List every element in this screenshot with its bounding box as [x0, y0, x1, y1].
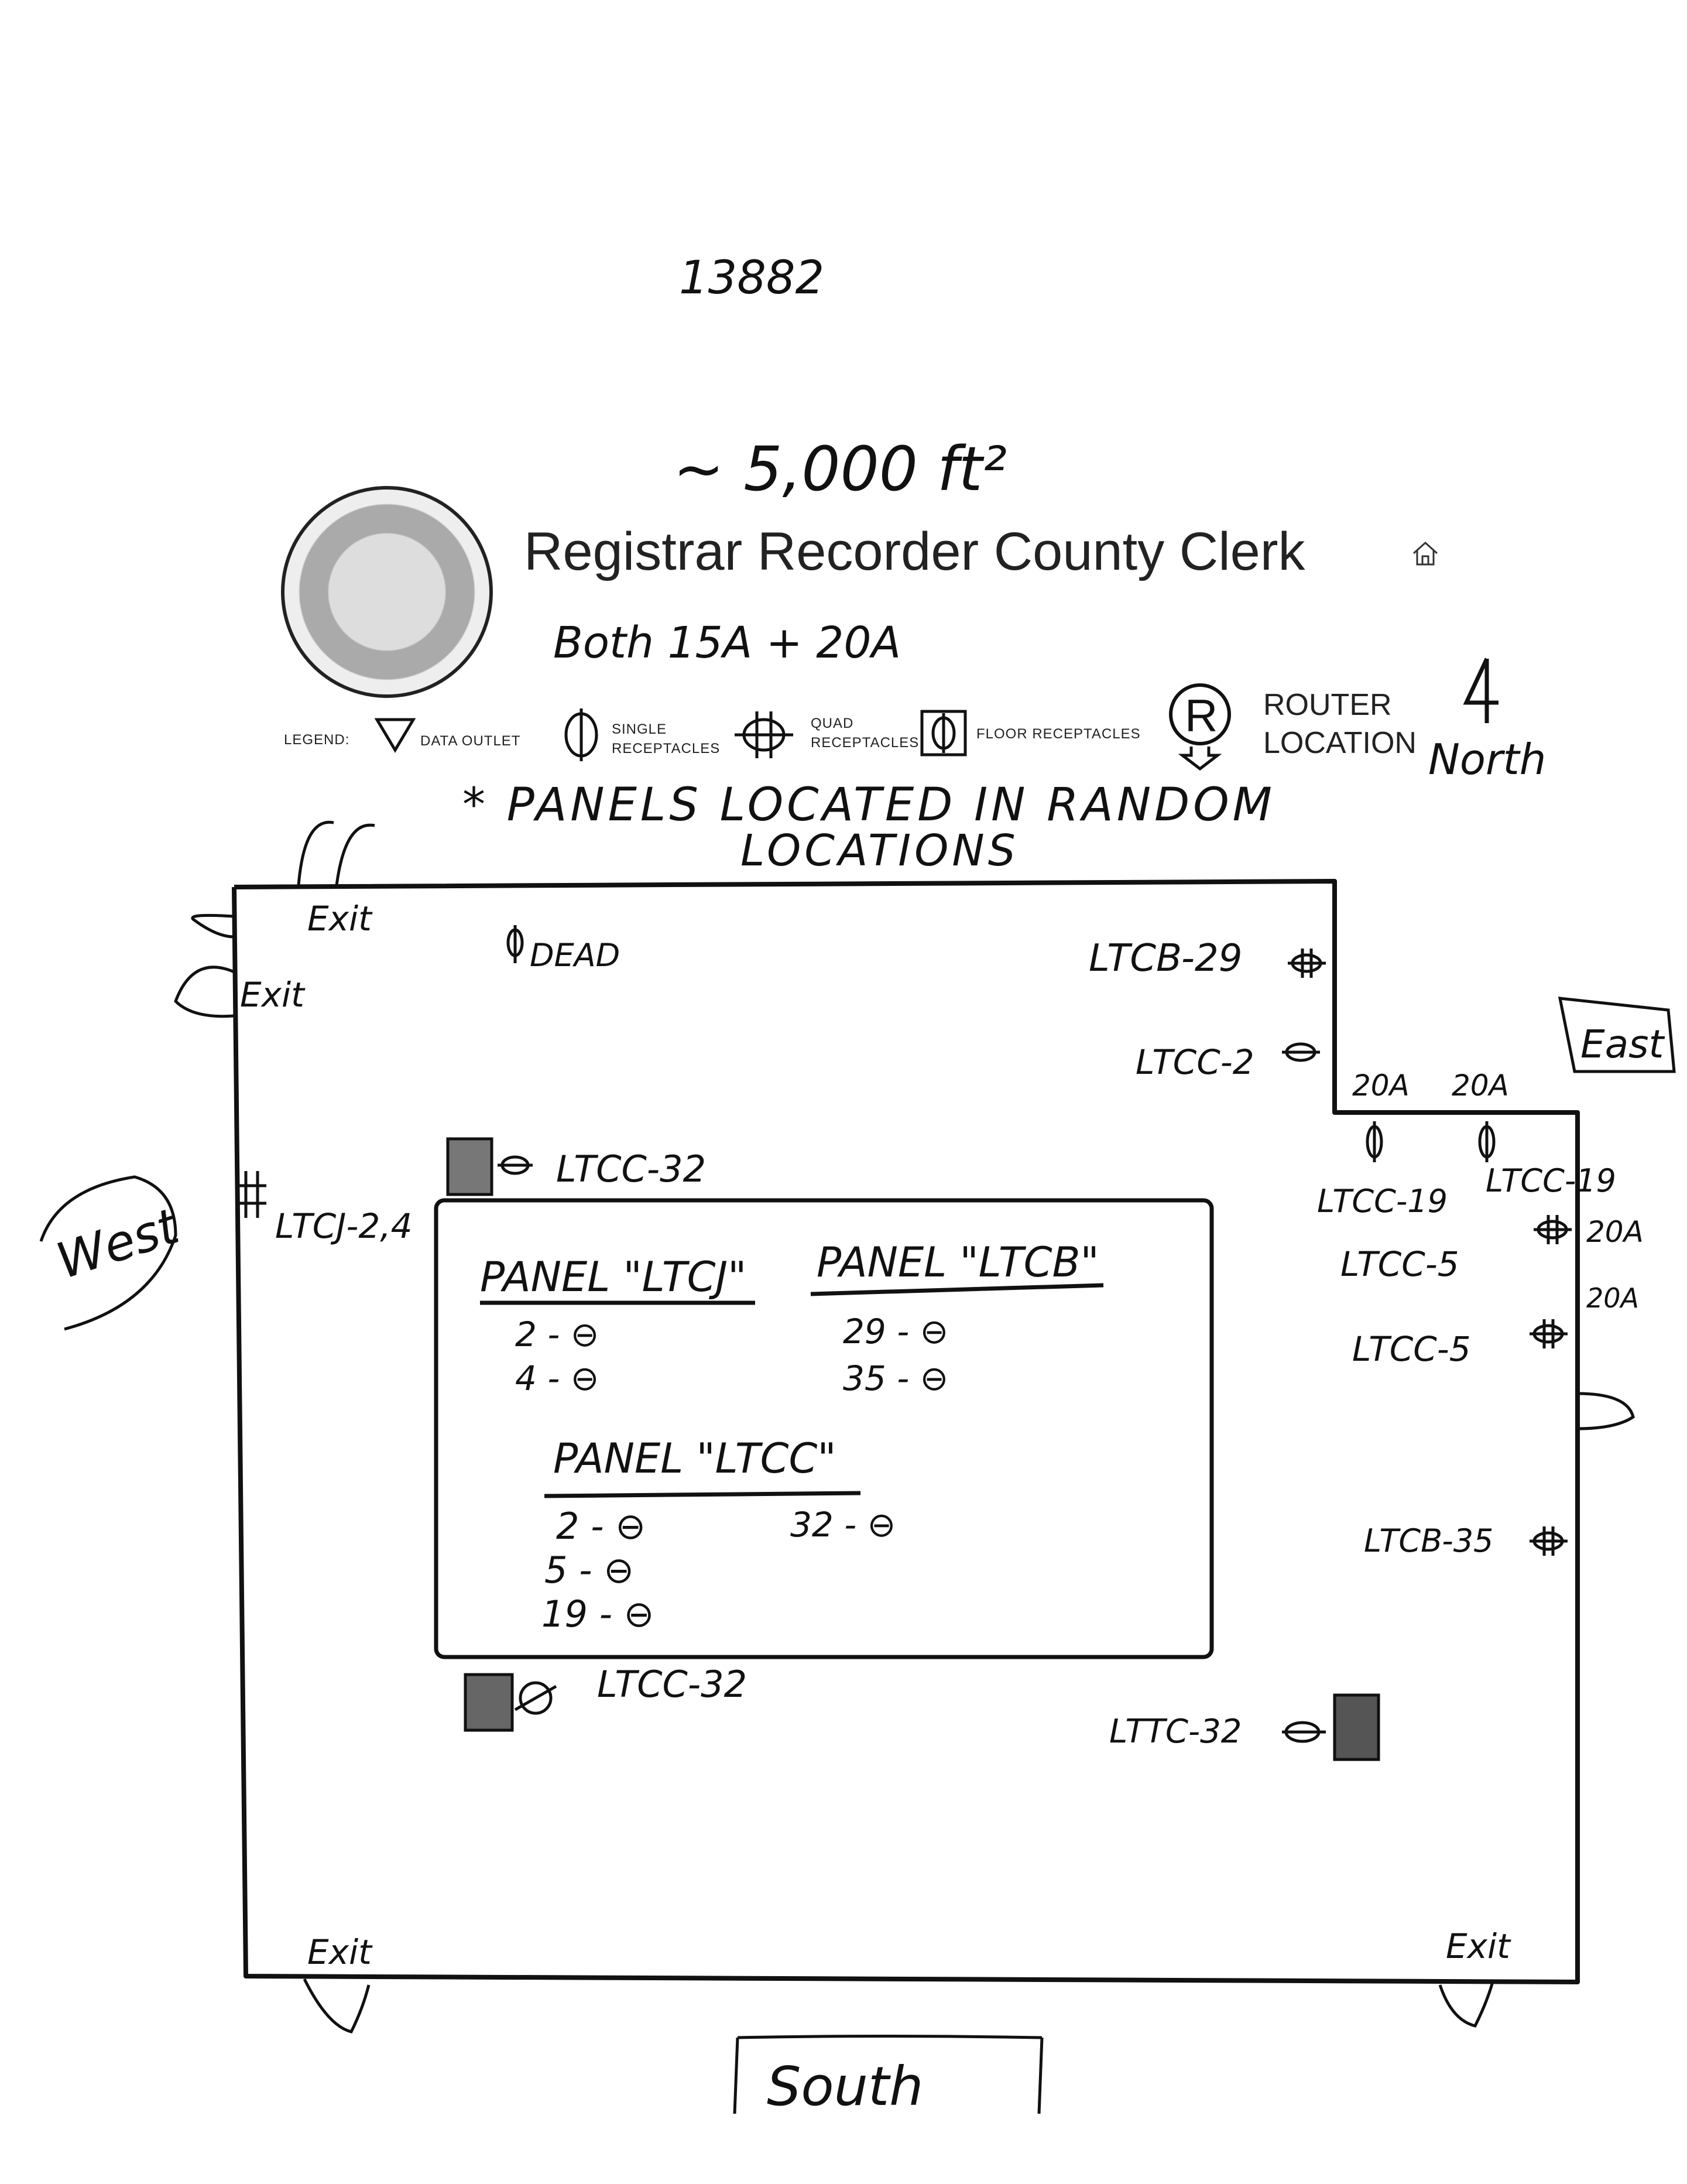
outlet-amp-a: 20A [1352, 1069, 1410, 1103]
outlet-ltcc32-top: LTCC-32 [556, 1148, 707, 1190]
direction-west: West [50, 1197, 186, 1290]
county-seal-logo [281, 486, 493, 698]
north-label: North [1428, 735, 1547, 784]
exit-bottom-left: Exit [307, 1932, 372, 1972]
single-receptacle-icon [561, 708, 602, 761]
panel-ltcj-item: 2 - ⊖ [515, 1314, 599, 1354]
legend-single-line2: RECEPTACLES [612, 741, 721, 756]
panel-ltcc-title: PANEL "LTCC" [553, 1435, 836, 1483]
panel-ltcj-title: PANEL "LTCJ" [480, 1253, 747, 1301]
router-symbol: R [1185, 690, 1218, 741]
outlet-ltcc5a: LTCC-5 [1340, 1244, 1459, 1284]
legend-label: LEGEND: [284, 732, 350, 748]
panel-ltcc-item: 2 - ⊖ [556, 1505, 646, 1548]
north-arrow-icon [1458, 656, 1510, 726]
outlet-ltcb29: LTCB-29 [1089, 937, 1243, 980]
panel-ltcb-title: PANEL "LTCB" [817, 1238, 1099, 1286]
outlet-ltcc19b: LTCC-19 [1486, 1162, 1617, 1199]
panel-note-line1: * PANELS LOCATED IN RANDOM [462, 779, 1275, 831]
outlet-ltcc5b: LTCC-5 [1352, 1329, 1471, 1369]
legend-quad-line2: RECEPTACLES [811, 735, 920, 751]
legend-single-line1: SINGLE [612, 721, 667, 737]
panel-ltcj-item: 4 - ⊖ [515, 1358, 599, 1398]
amperage-note: Both 15A + 20A [553, 618, 901, 668]
outlet-amp-b: 20A [1452, 1069, 1509, 1103]
outlet-ltcc19a: LTCC-19 [1317, 1183, 1448, 1220]
document-number: 13882 [679, 252, 825, 304]
router-icon: R [1165, 682, 1235, 771]
area-note: ~ 5,000 ft² [673, 433, 1007, 505]
outlet-ltcc32-bottom: LTCC-32 [597, 1663, 748, 1706]
exit-bottom-right: Exit [1446, 1926, 1510, 1966]
floor-receptacle-icon [920, 710, 967, 756]
legend-quad-line1: QUAD [811, 716, 854, 731]
outlet-ltcc2: LTCC-2 [1136, 1042, 1254, 1082]
outlet-ltcc32-bottom-right: LTTC-32 [1109, 1713, 1242, 1751]
legend-router-line1: ROUTER [1263, 688, 1392, 722]
direction-east: East [1580, 1022, 1664, 1067]
panel-ltcc-item: 19 - ⊖ [541, 1593, 654, 1635]
outlet-ltcj24: LTCJ-2,4 [275, 1206, 413, 1246]
exit-left: Exit [240, 975, 304, 1015]
legend-floor: FLOOR RECEPTACLES [976, 726, 1141, 742]
exit-top-left: Exit [307, 899, 372, 939]
direction-south: South [767, 2055, 924, 2118]
panel-note-line2: LOCATIONS [740, 826, 1019, 876]
home-icon[interactable] [1411, 539, 1440, 568]
header-title: Registrar Recorder County Clerk [524, 522, 1305, 581]
panel-ltcc-item: 5 - ⊖ [544, 1549, 635, 1591]
data-outlet-icon [374, 717, 416, 753]
legend-router-line2: LOCATION [1263, 726, 1417, 760]
outlet-ltcb35: LTCB-35 [1364, 1522, 1494, 1559]
outlet-amp-d: 20A [1586, 1282, 1640, 1314]
outlet-dead: DEAD [530, 937, 620, 974]
panel-ltcb-item: 29 - ⊖ [843, 1312, 949, 1351]
quad-receptacle-icon [735, 711, 793, 758]
panel-ltcb-item: 35 - ⊖ [843, 1358, 949, 1398]
panel-ltcc-extra: 32 - ⊖ [790, 1505, 896, 1545]
legend-data-outlet: DATA OUTLET [420, 733, 521, 749]
outlet-amp-c: 20A [1586, 1215, 1644, 1249]
